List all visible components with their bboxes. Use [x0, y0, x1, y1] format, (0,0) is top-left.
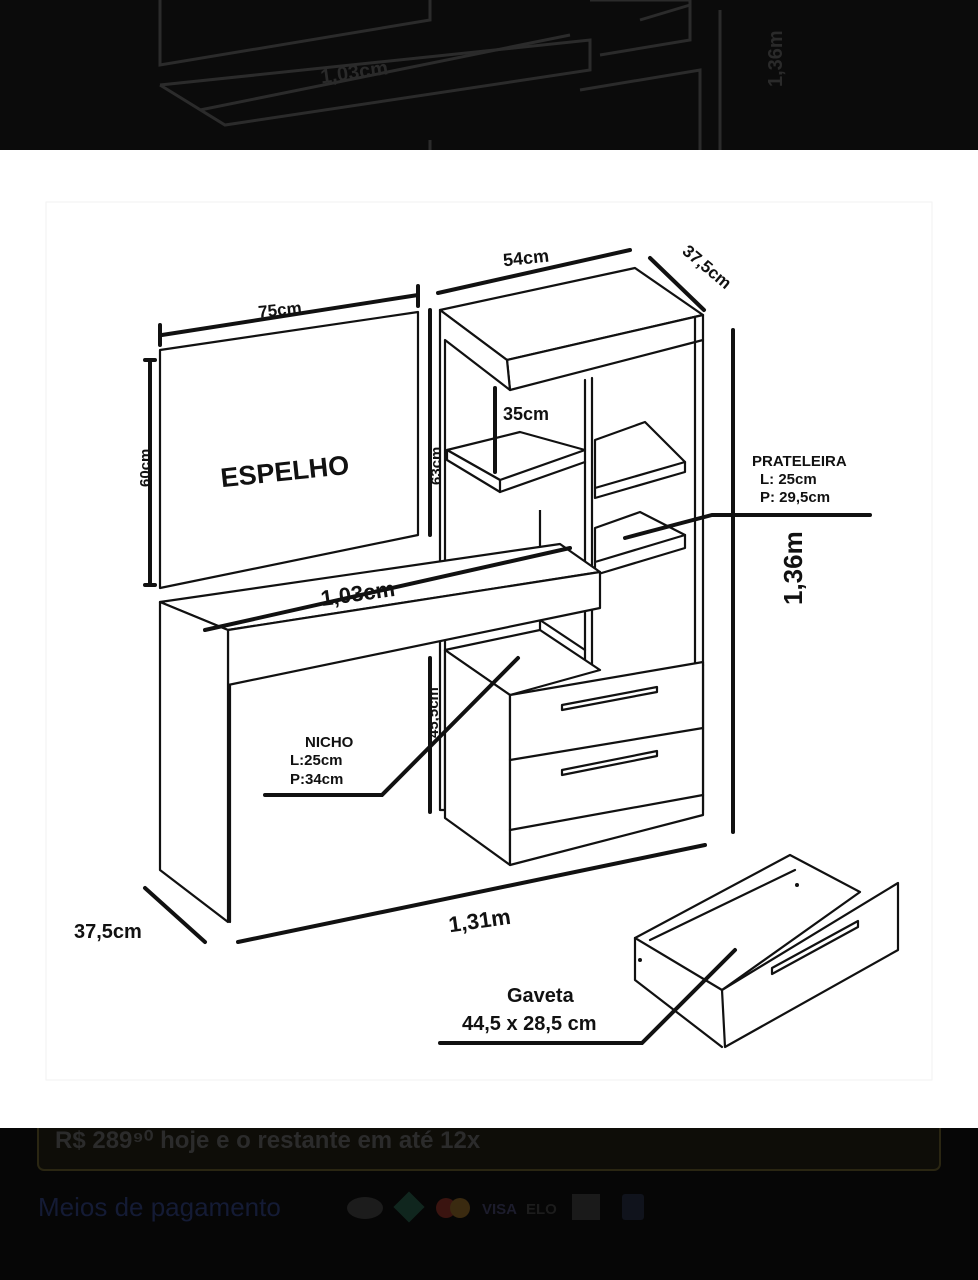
desk-depth-dimension-line [143, 886, 207, 944]
total-height-label: 1,36m [778, 531, 808, 605]
drawer-callout-arrow [438, 948, 737, 1045]
drawer-handle-bottom [560, 749, 659, 777]
dimmed-payment-label: Meios de pagamento [38, 1192, 281, 1222]
shelf-callout-width: L: 25cm [760, 471, 817, 488]
furniture-diagram: ESPELHO 75cm 60cm [45, 201, 933, 1081]
total-width-dimension-line [236, 843, 707, 944]
dimmed-background-top: 1,03cm 1,36m [0, 0, 978, 150]
pix-icon [393, 1191, 425, 1223]
drawer-detail-handle [770, 919, 860, 976]
desk-depth-label: 37,5cm [74, 921, 142, 943]
mastercard-icon [436, 1198, 456, 1218]
desk-unit [158, 542, 705, 924]
dimmed-payment-icons: VISA ELO [347, 1191, 644, 1223]
elo-icon: ELO [526, 1201, 557, 1218]
tower-unit [438, 266, 705, 812]
tower-depth-dimension-line [648, 256, 706, 312]
shelf-callout-title: PRATELEIRA [752, 453, 847, 470]
niche-callout-arrow [263, 656, 520, 797]
image-viewer[interactable]: ESPELHO 75cm 60cm [0, 150, 978, 1128]
mirror-width-label: 75cm [257, 298, 302, 321]
dimmed-price-banner [37, 1128, 941, 1171]
dimmed-page-fragment-bottom: R$ 289⁹⁰ hoje e o restante em até 12x Me… [37, 1128, 941, 1223]
drawer-callout-title: Gaveta [507, 985, 575, 1007]
upper-height-label: 63cm [428, 447, 445, 485]
drawer-handle-top [560, 685, 659, 712]
drawer-callout-size: 44,5 x 28,5 cm [462, 1013, 597, 1035]
visa-icon: VISA [482, 1201, 517, 1218]
dimmed-price-text: R$ 289⁹⁰ hoje e o restante em até 12x [55, 1128, 481, 1154]
dimmed-width-label: 1,03cm [319, 57, 389, 88]
tower-width-label: 54cm [502, 246, 550, 271]
dimmed-height-label: 1,36m [765, 30, 787, 87]
niche-callout-title: NICHO [305, 734, 354, 751]
desk-width-dimension-line [203, 546, 572, 632]
drawer-detail [633, 853, 900, 1049]
dimmed-diagram-fragment-top: 1,03cm 1,36m [158, 0, 787, 150]
boleto-icon [572, 1194, 600, 1220]
niche-callout-depth: P:34cm [290, 771, 343, 788]
niche-callout-width: L:25cm [290, 752, 343, 769]
tower-width-dimension-line [436, 248, 632, 295]
dimmed-background-bottom: R$ 289⁹⁰ hoje e o restante em até 12x Me… [0, 1128, 978, 1280]
lower-height-label: 45,5cm [425, 687, 442, 738]
mirror-panel [158, 310, 420, 590]
wallet-icon [622, 1194, 644, 1220]
payment-card-icon [347, 1197, 383, 1219]
shelf-callout-depth: P: 29,5cm [760, 489, 830, 506]
shelf-gap-label: 35cm [503, 404, 549, 424]
shelf-callout-arrow [623, 513, 872, 540]
mirror-width-dimension-line [160, 293, 420, 337]
mirror-height-label: 60cm [137, 449, 154, 487]
